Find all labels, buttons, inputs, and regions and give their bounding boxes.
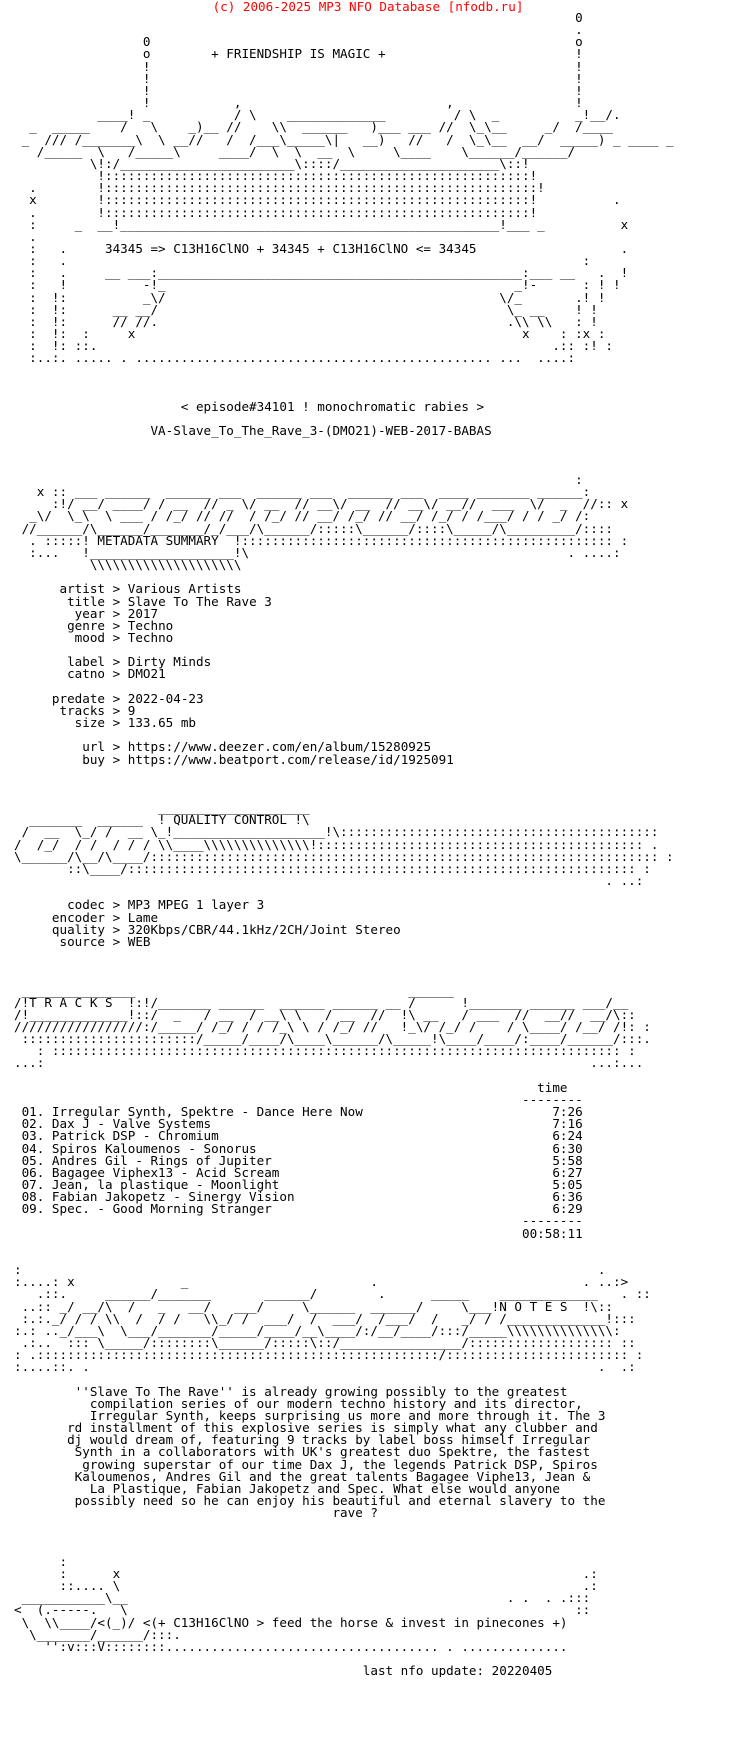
field-key: buy xyxy=(14,751,105,767)
notes-banner: : . :....: x _ . . ..:> .::. ______/____… xyxy=(14,1262,651,1375)
field-value: Slave To The Rave 3 xyxy=(127,593,272,609)
page-header: (c) 2006-2025 MP3 NFO Database [nfodb.ru… xyxy=(0,0,736,13)
track-row: 08. Fabian Jakopetz - Sinergy Vision 6:3… xyxy=(14,1189,583,1204)
track-time: 5:58 xyxy=(552,1152,583,1168)
track-row: 05. Andres Gil - Rings of Jupiter 5:58 xyxy=(14,1153,583,1168)
field-key: title xyxy=(14,593,105,609)
field-value: Various Artists xyxy=(127,581,242,597)
track-row: 02. Dax J - Valve Systems 7:16 xyxy=(14,1116,583,1131)
quality-list: codec > MP3 MPEG 1 layer 3 encoder > Lam… xyxy=(14,897,401,948)
track-row: 04. Spiros Kaloumenos - Sonorus 6:30 xyxy=(14,1141,583,1156)
field-row: tracks > 9 xyxy=(14,702,136,718)
field-key: codec xyxy=(14,897,105,913)
track-title: 05. Andres Gil - Rings of Jupiter xyxy=(14,1152,272,1168)
release-name: VA-Slave_To_The_Rave_3-(DMO21)-WEB-2017-… xyxy=(14,423,492,439)
track-title: 04. Spiros Kaloumenos - Sonorus xyxy=(14,1140,257,1156)
field-key: catno xyxy=(14,666,105,682)
track-row: 03. Patrick DSP - Chromium 6:24 xyxy=(14,1128,583,1143)
field-value: 133.65 mb xyxy=(127,715,196,731)
field-value: https://www.beatport.com/release/id/1925… xyxy=(127,751,454,767)
track-row: 09. Spec. - Good Morning Stranger 6:29 xyxy=(14,1201,583,1216)
metadata-banner: : x :: ___ ______ ______ ___ ______ ___ … xyxy=(21,471,629,573)
episode-line: < episode#34101 ! monochromatic rabies > xyxy=(14,399,485,414)
track-time: 6:29 xyxy=(552,1201,583,1217)
track-title: 09. Spec. - Good Morning Stranger xyxy=(14,1201,272,1217)
field-value: Lame xyxy=(127,909,159,925)
field-value: Dirty Minds xyxy=(127,654,212,670)
field-key: genre xyxy=(14,617,105,633)
track-title: 06. Bagagee Viphex13 - Acid Scream xyxy=(14,1164,280,1180)
field-row: encoder > Lame xyxy=(14,909,159,925)
quality-banner: ____________________ _______ ______ ! QU… xyxy=(14,800,674,889)
field-value: 2017 xyxy=(127,605,159,621)
field-row: label > Dirty Minds xyxy=(14,654,212,670)
field-value: Techno xyxy=(127,629,174,645)
field-value: 320Kbps/CBR/44.1kHz/2CH/Joint Stereo xyxy=(127,921,401,937)
field-value: MP3 MPEG 1 layer 3 xyxy=(127,897,265,913)
field-key: mood xyxy=(14,629,105,645)
field-row: predate > 2022-04-23 xyxy=(14,690,204,706)
field-row: codec > MP3 MPEG 1 layer 3 xyxy=(14,897,265,913)
field-row: source > WEB xyxy=(14,933,151,949)
metadata-list: artist > Various Artists title > Slave T… xyxy=(14,581,454,766)
field-row: quality > 320Kbps/CBR/44.1kHz/2CH/Joint … xyxy=(14,921,401,937)
track-time: 6:24 xyxy=(552,1128,583,1144)
tracks-header: time -------- xyxy=(521,1079,583,1107)
track-row: 01. Irregular Synth, Spektre - Dance Her… xyxy=(14,1104,583,1119)
field-key: size xyxy=(14,715,105,731)
tracklist: 01. Irregular Synth, Spektre - Dance Her… xyxy=(14,1104,583,1216)
track-title: 02. Dax J - Valve Systems xyxy=(14,1116,212,1132)
field-row: url > https://www.deezer.com/en/album/15… xyxy=(14,739,432,755)
field-key: source xyxy=(14,933,105,949)
field-row: buy > https://www.beatport.com/release/i… xyxy=(14,751,454,767)
field-row: artist > Various Artists xyxy=(14,581,242,597)
track-title: 07. Jean, la plastique - Moonlight xyxy=(14,1177,280,1192)
track-time: 6:30 xyxy=(552,1140,583,1156)
track-time: 7:26 xyxy=(552,1104,583,1120)
tracks-total: -------- 00:58:11 xyxy=(521,1213,583,1241)
field-key: year xyxy=(14,605,105,621)
field-row: year > 2017 xyxy=(14,605,159,621)
track-time: 6:36 xyxy=(552,1189,583,1205)
field-value: Techno xyxy=(127,617,174,633)
last-update: last nfo update: 20220405 xyxy=(14,1663,553,1678)
track-title: 08. Fabian Jakopetz - Sinergy Vision xyxy=(14,1189,295,1205)
field-row: genre > Techno xyxy=(14,617,174,633)
track-title: 01. Irregular Synth, Spektre - Dance Her… xyxy=(14,1104,363,1120)
field-value: https://www.deezer.com/en/album/15280925 xyxy=(127,739,432,755)
field-value: 9 xyxy=(127,702,136,718)
field-value: WEB xyxy=(127,933,151,949)
copyright-text: (c) 2006-2025 MP3 NFO Database [nfodb.ru… xyxy=(212,0,524,14)
field-value: DMO21 xyxy=(127,666,166,682)
track-title: 03. Patrick DSP - Chromium xyxy=(14,1128,219,1144)
release-notes: ''Slave To The Rave'' is already growing… xyxy=(67,1383,606,1521)
field-key: url xyxy=(14,739,105,755)
track-row: 06. Bagagee Viphex13 - Acid Scream 6:27 xyxy=(14,1165,583,1180)
nfo-text: 0 . 0 o o + FRIENDSHIP IS MAGI xyxy=(14,12,736,1677)
track-time: 6:27 xyxy=(552,1164,583,1180)
track-time: 7:16 xyxy=(552,1116,583,1132)
field-value: 2022-04-23 xyxy=(127,690,204,706)
field-key: artist xyxy=(14,581,105,597)
field-key: label xyxy=(14,654,105,670)
field-key: encoder xyxy=(14,909,105,925)
track-row: 07. Jean, la plastique - Moonlight 5:05 xyxy=(14,1177,583,1192)
field-key: predate xyxy=(14,690,105,706)
field-key: quality xyxy=(14,921,105,937)
tracks-banner: _______________ ______ /!T R A C K S !:!… xyxy=(14,982,651,1071)
field-row: catno > DMO21 xyxy=(14,666,166,682)
field-row: mood > Techno xyxy=(14,629,174,645)
field-row: title > Slave To The Rave 3 xyxy=(14,593,272,609)
track-time: 5:05 xyxy=(552,1177,583,1192)
ascii-banner: 0 . 0 o o + FRIENDSHIP IS MAGI xyxy=(21,12,674,366)
field-key: tracks xyxy=(14,702,105,718)
field-row: size > 133.65 mb xyxy=(14,715,196,731)
footer-art: : : x .: ::.... \ .: ___________\__ xyxy=(14,1553,598,1654)
